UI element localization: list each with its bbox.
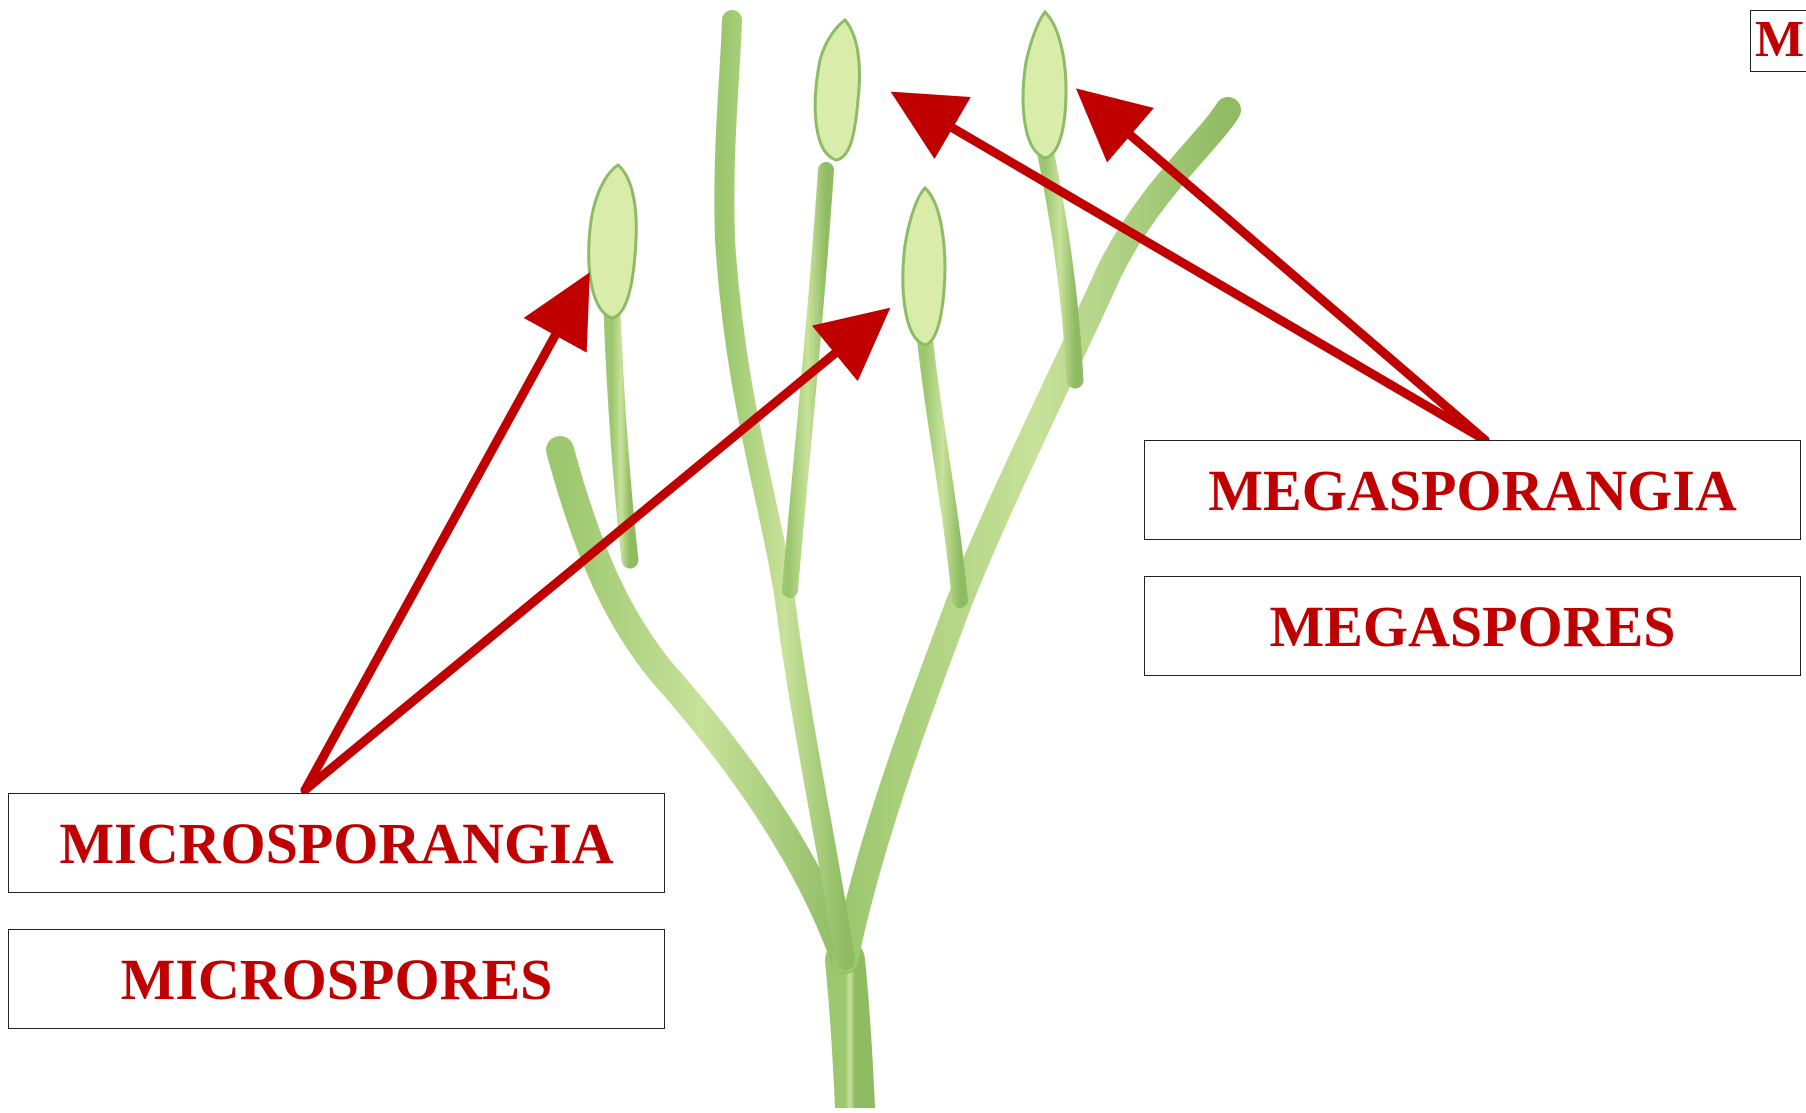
sporangium-left <box>589 165 637 318</box>
microspores-label: MICROSPORES <box>8 929 665 1029</box>
microsporangia-label: MICROSPORANGIA <box>8 793 665 893</box>
arrow-micro-to-left-sporangium <box>305 292 579 790</box>
arrow-mega-to-top-right <box>1093 103 1485 440</box>
main-stem <box>845 960 855 1108</box>
sporangium-right <box>1023 12 1066 158</box>
sporangium-center <box>903 188 945 345</box>
corner-tag: M <box>1750 10 1806 72</box>
sporangium-center-left <box>815 20 859 160</box>
megasporangia-label: MEGASPORANGIA <box>1144 440 1801 540</box>
megaspores-label: MEGASPORES <box>1144 576 1801 676</box>
mid-stalk <box>925 340 960 600</box>
